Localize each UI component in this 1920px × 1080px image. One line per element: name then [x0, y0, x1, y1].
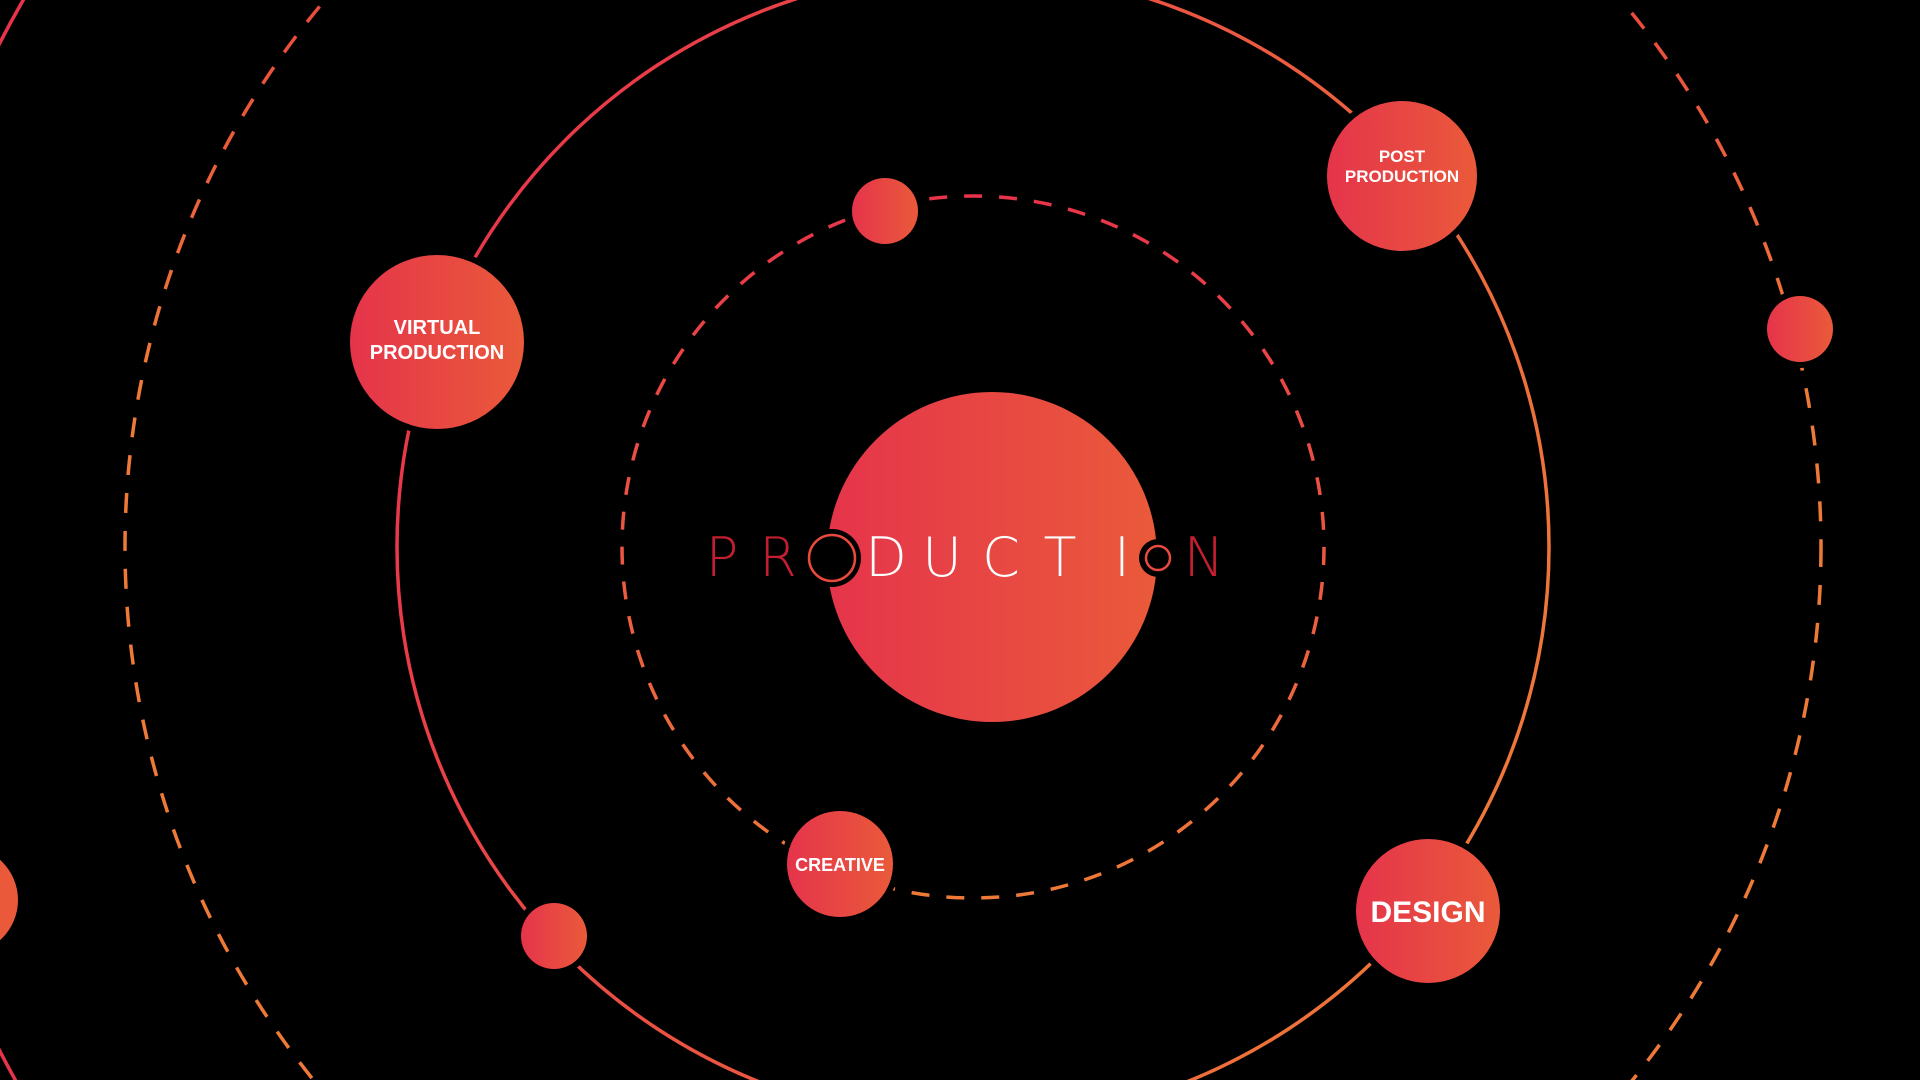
center-title: P R D U C T I N P R D U C T I N: [706, 526, 1224, 589]
title-letter: I: [1114, 526, 1130, 589]
planet-label: CREATIVE: [795, 855, 885, 875]
title-letter: T: [1044, 526, 1077, 589]
title-letter: U: [922, 526, 962, 589]
small-planet-left-edge: [0, 852, 24, 948]
title-letter: C: [982, 526, 1020, 589]
planet-label-line2: PRODUCTION: [1345, 167, 1459, 186]
planet-virtual-production[interactable]: VIRTUAL PRODUCTION: [344, 249, 530, 435]
planet-creative[interactable]: CREATIVE: [781, 805, 899, 923]
planet-label: DESIGN: [1370, 896, 1485, 929]
title-letter-o-ring-small: [1139, 539, 1177, 577]
title-letter: D: [865, 526, 907, 589]
orbit-outer-dashed: [123, 0, 1823, 1080]
title-letter: U: [922, 526, 962, 589]
small-planet-bottom-left: [515, 897, 593, 975]
title-inside-layer: P R D U C T I N: [865, 526, 1130, 589]
orbit-inner-dashed: [620, 194, 1326, 900]
small-planet-top: [846, 172, 924, 250]
title-letter: C: [982, 526, 1020, 589]
title-letter: N: [1184, 526, 1224, 589]
orbit-middle-solid: [395, 0, 1551, 1080]
title-outside-layer: P R D U C T I N: [706, 526, 1224, 589]
title-letter: R: [759, 526, 797, 589]
title-letter: P: [706, 526, 739, 589]
title-letter: I: [1114, 526, 1130, 589]
planet-design[interactable]: DESIGN: [1350, 833, 1506, 989]
planet-post-production[interactable]: POST PRODUCTION: [1321, 95, 1483, 257]
title-letter-o-ring-large: [803, 529, 861, 587]
title-letter: D: [865, 526, 907, 589]
small-planet-right: [1761, 290, 1839, 368]
planet-label-line2: PRODUCTION: [370, 342, 504, 364]
title-letter: T: [1044, 526, 1077, 589]
center-sun[interactable]: [827, 392, 1157, 722]
planet-label-line1: POST: [1379, 147, 1426, 166]
planet-label-line1: VIRTUAL: [394, 317, 481, 339]
